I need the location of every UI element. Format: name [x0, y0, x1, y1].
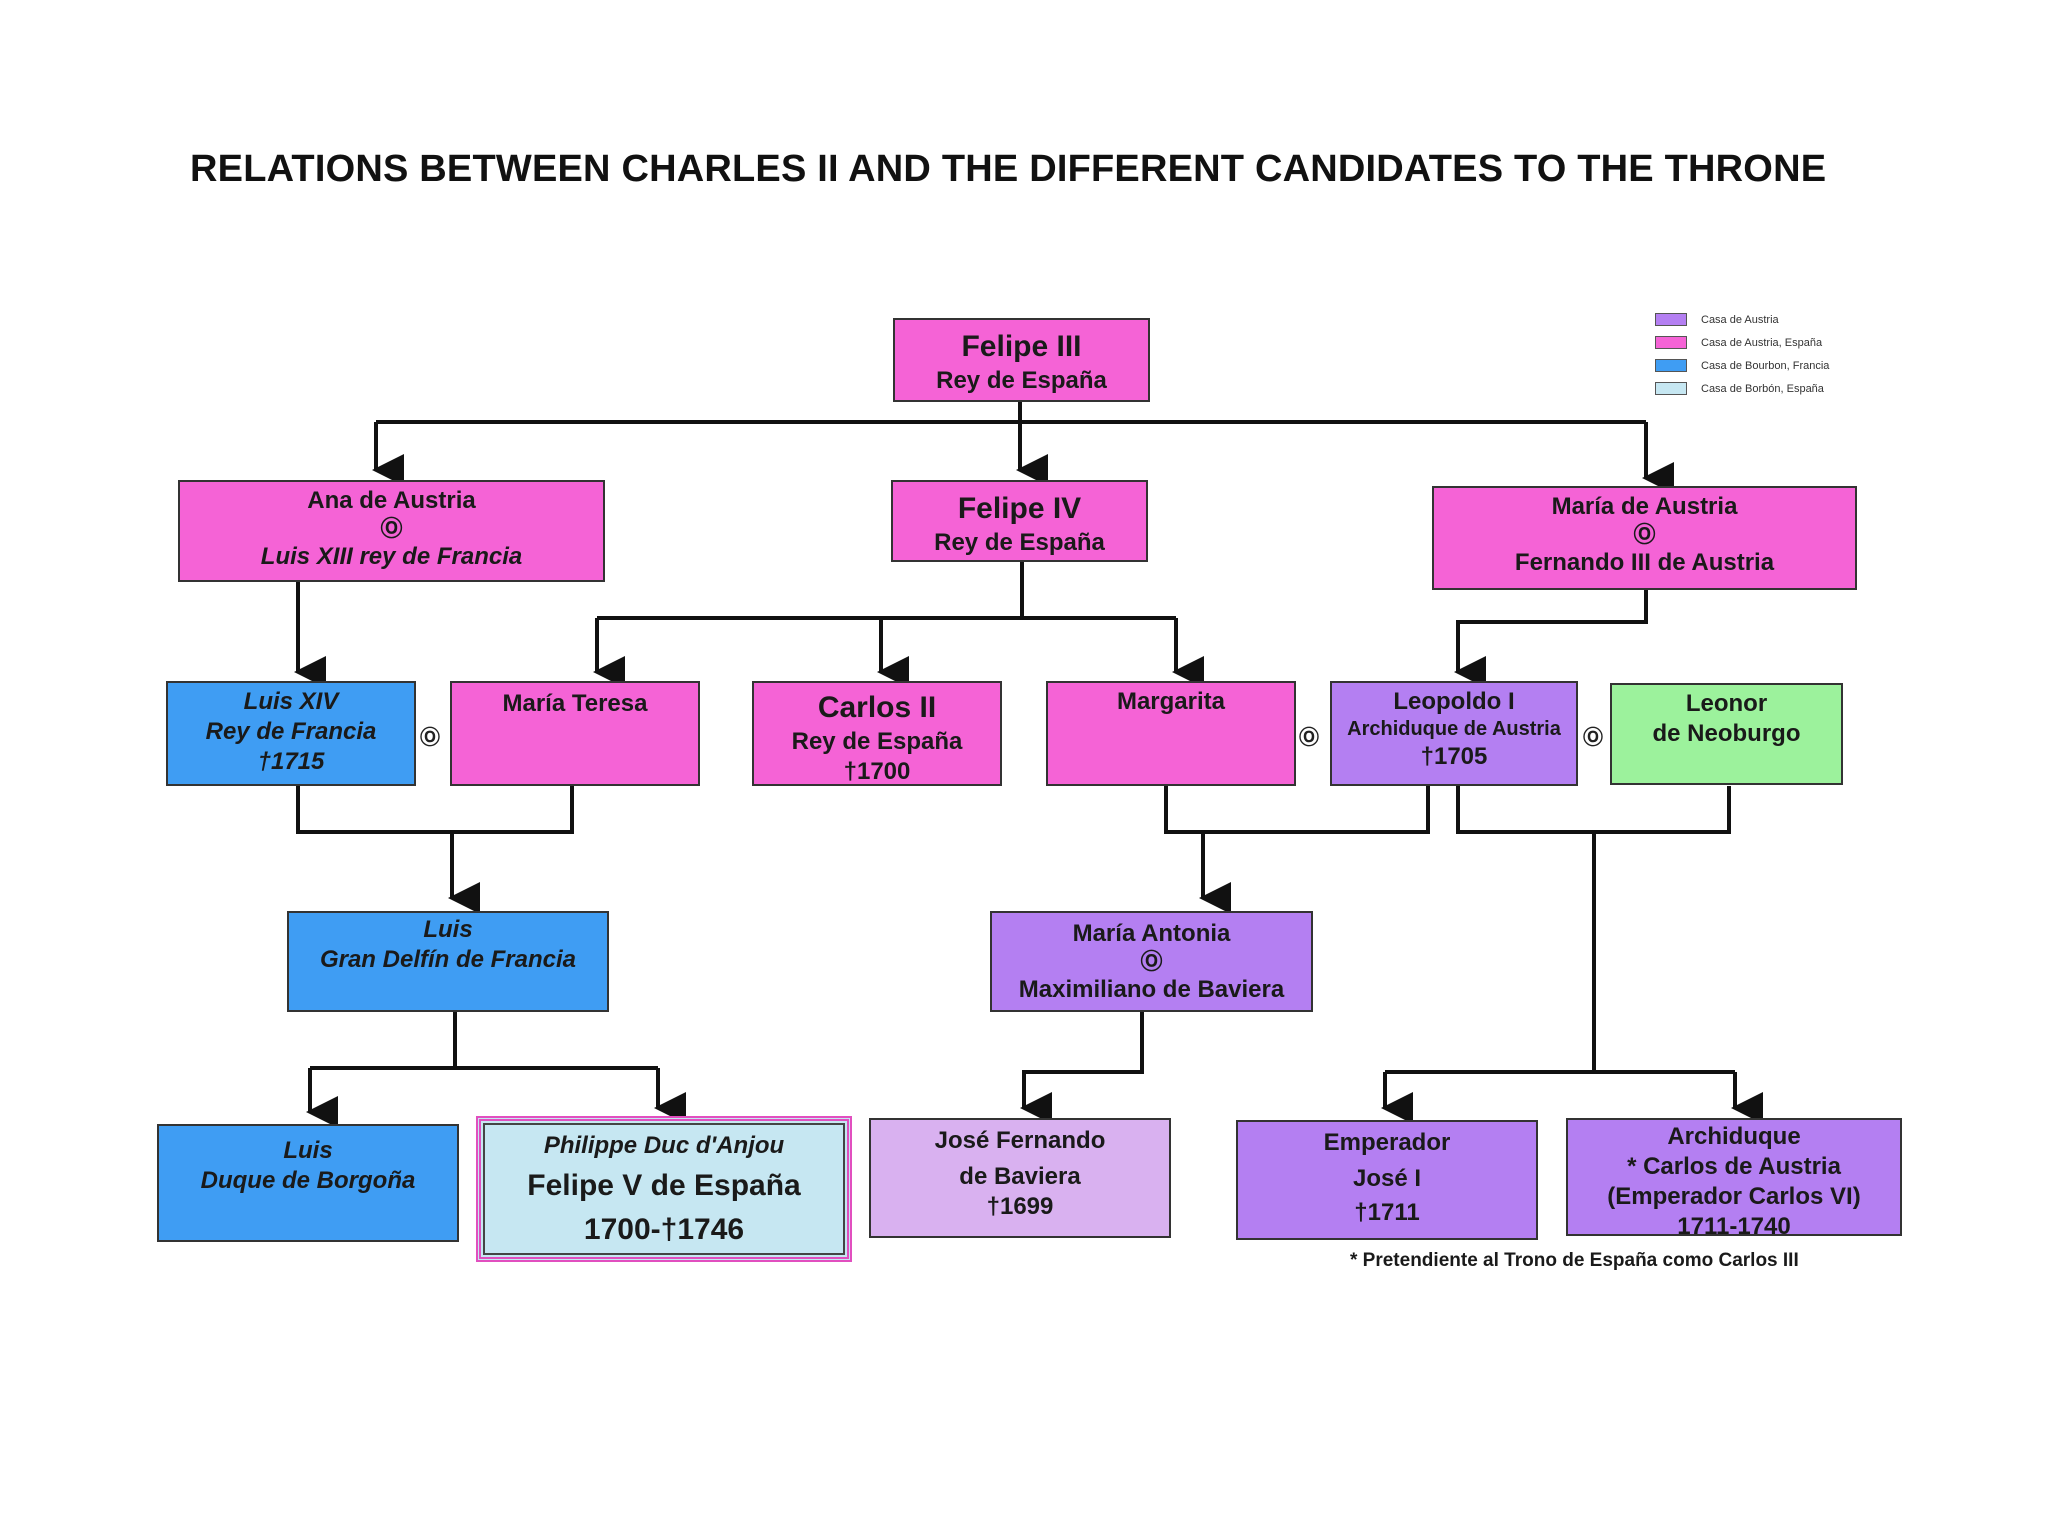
person-felipe-v: Philippe Duc d'Anjou Felipe V de España … [476, 1116, 852, 1262]
legend-swatch [1655, 359, 1687, 372]
person-title: José I [1352, 1165, 1422, 1192]
person-leopoldo-i: Leopoldo I Archiduque de Austria †1705 [1330, 681, 1578, 786]
person-carlos-de-austria: Archiduque * Carlos de Austria (Emperado… [1566, 1118, 1902, 1240]
person-maria-de-austria: María de Austria Ⓞ Fernando III de Austr… [1432, 486, 1857, 590]
spouse-name: Maximiliano de Baviera [1018, 976, 1285, 1003]
person-title: Duque de Borgoña [200, 1167, 416, 1194]
person-title-2: (Emperador Carlos VI) [1607, 1183, 1861, 1210]
person-title: Rey de Francia [205, 718, 377, 745]
legend-swatch [1655, 313, 1687, 326]
legend-label: Casa de Austria [1701, 313, 1779, 326]
person-maria-teresa: María Teresa [450, 681, 700, 786]
marriage-rings-icon: Ⓞ [1299, 727, 1319, 749]
connector-arrow [1020, 1012, 1144, 1124]
person-dates: 1711-1740 [1677, 1213, 1791, 1240]
person-title: Rey de España [934, 528, 1105, 556]
person-name: Felipe III [961, 330, 1082, 363]
person-title: Rey de España [791, 727, 963, 755]
person-jose-fernando: José Fernando de Baviera †1699 [869, 1118, 1171, 1238]
person-felipe-iv: Felipe IV Rey de España [891, 480, 1148, 562]
person-title: Rey de España [936, 366, 1107, 394]
legend-label: Casa de Austria, España [1701, 336, 1823, 349]
marriage-rings-icon: Ⓞ [1140, 949, 1163, 974]
person-name: Luis [283, 1137, 333, 1164]
person-name: María Teresa [502, 690, 648, 717]
legend-swatch [1655, 382, 1687, 395]
connector-line [1456, 786, 1731, 834]
marriage-rings-icon: Ⓞ [1633, 522, 1656, 547]
person-name: Leonor [1685, 690, 1768, 717]
person-title: * Carlos de Austria [1627, 1153, 1841, 1180]
person-felipe-iii: Felipe III Rey de España [893, 318, 1150, 402]
marriage-rings-icon: Ⓞ [420, 727, 440, 749]
person-name: Emperador [1323, 1129, 1451, 1156]
person-death: †1711 [1354, 1199, 1420, 1226]
legend-label: Casa de Borbón, España [1701, 382, 1824, 395]
person-gran-delfin: Luis Gran Delfín de Francia [287, 911, 609, 1012]
person-maria-antonia: María Antonia Ⓞ Maximiliano de Baviera [990, 911, 1313, 1012]
person-luis-duque-de-borgona: Luis Duque de Borgoña [157, 1124, 459, 1242]
person-carlos-ii: Carlos II Rey de España †1700 [752, 681, 1002, 786]
person-title: Archiduque de Austria [1347, 718, 1561, 740]
person-name: Carlos II [817, 691, 937, 724]
person-ana-de-austria: Ana de Austria Ⓞ Luis XIII rey de Franci… [178, 480, 605, 582]
connector-line [1164, 786, 1430, 834]
person-name: José Fernando [934, 1127, 1106, 1154]
marriage-rings-icon: Ⓞ [380, 516, 403, 541]
spouse-name: Fernando III de Austria [1514, 549, 1775, 576]
page-title: RELATIONS BETWEEN CHARLES II AND THE DIF… [190, 148, 1827, 190]
person-death: †1705 [1420, 743, 1488, 770]
legend-item: Casa de Borbón, España [1655, 377, 1829, 400]
person-name: María de Austria [1551, 493, 1738, 520]
person-name: Philippe Duc d'Anjou [543, 1132, 785, 1159]
marriage-rings-icon: Ⓞ [1583, 727, 1603, 749]
connector-arrow [1454, 590, 1648, 688]
legend: Casa de Austria Casa de Austria, España … [1655, 308, 1829, 400]
person-name: Archiduque [1667, 1123, 1801, 1150]
footnote: * Pretendiente al Trono de España como C… [1350, 1250, 1799, 1271]
person-luis-xiv: Luis XIV Rey de Francia †1715 [166, 681, 416, 786]
person-leonor-de-neoburgo: Leonor de Neoburgo [1610, 683, 1843, 785]
spouse-name: Luis XIII rey de Francia [260, 543, 523, 570]
person-death: †1700 [843, 757, 911, 785]
person-name: Luis [423, 916, 473, 943]
legend-item: Casa de Bourbon, Francia [1655, 354, 1829, 377]
person-name: Luis XIV [243, 688, 339, 715]
connector-line [296, 786, 574, 834]
person-title: de Neoburgo [1652, 720, 1801, 747]
person-name: Margarita [1116, 688, 1226, 715]
person-title: de Baviera [959, 1163, 1081, 1190]
person-margarita: Margarita [1046, 681, 1296, 786]
legend-label: Casa de Bourbon, Francia [1701, 359, 1830, 372]
person-name: Ana de Austria [307, 487, 476, 514]
legend-swatch [1655, 336, 1687, 349]
person-name: Felipe IV [957, 492, 1082, 525]
person-title: Felipe V de España [527, 1169, 801, 1202]
person-name: Leopoldo I [1393, 688, 1515, 715]
person-title: Gran Delfín de Francia [319, 946, 577, 973]
person-name: María Antonia [1072, 920, 1231, 947]
person-death: †1699 [986, 1193, 1054, 1220]
person-dates: 1700-†1746 [583, 1212, 745, 1246]
legend-item: Casa de Austria [1655, 308, 1829, 331]
person-jose-i: Emperador José I †1711 [1236, 1120, 1538, 1240]
person-death: †1715 [257, 748, 325, 775]
legend-item: Casa de Austria, España [1655, 331, 1829, 354]
